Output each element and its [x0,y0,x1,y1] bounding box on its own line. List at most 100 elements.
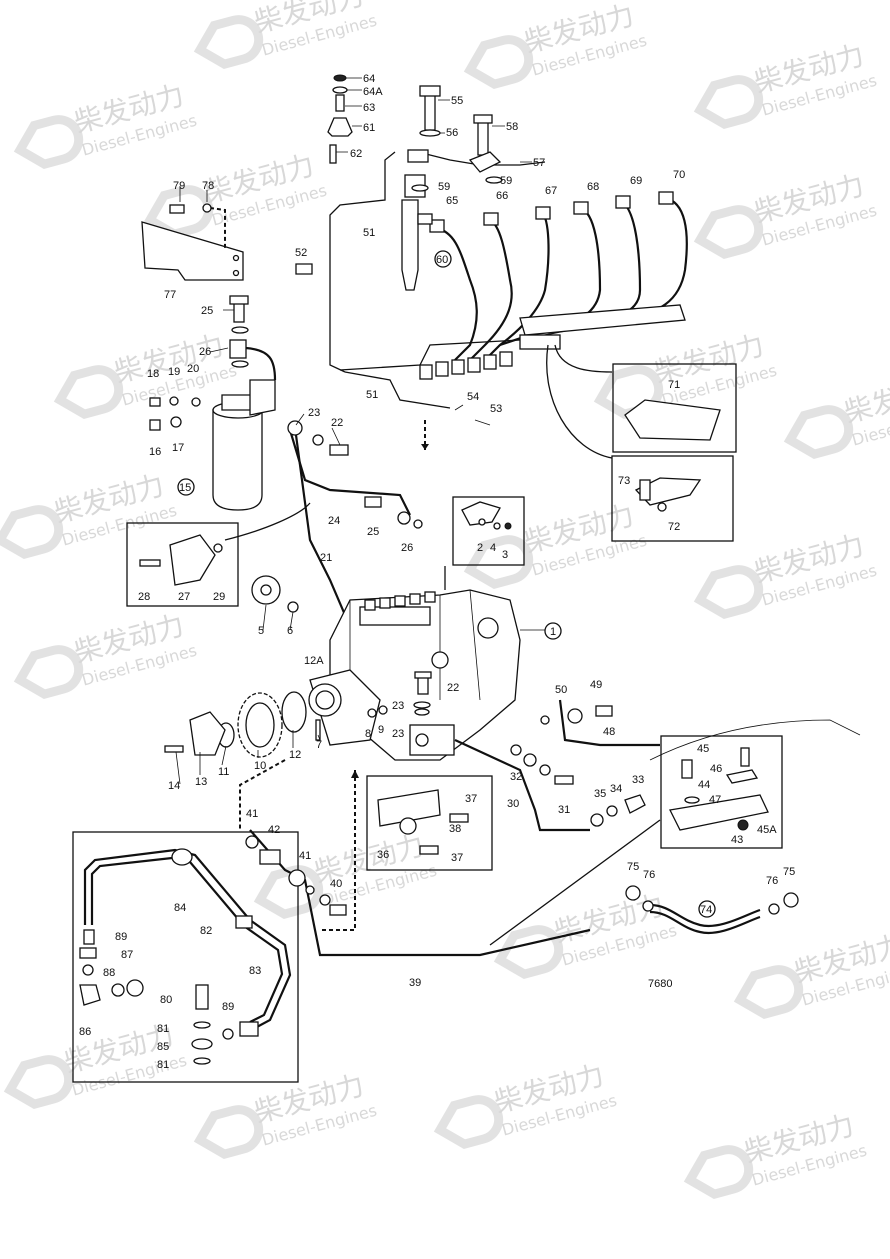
inset-27-content [139,534,223,586]
inset-73-content [634,477,702,512]
label-44: 44 [698,779,710,791]
pipe-clamp-bar [519,304,686,459]
label-67: 67 [545,185,557,197]
delivery-valves [419,351,513,380]
label-41-top: 41 [246,808,258,820]
banjo-fitting [409,671,455,756]
pipe-fittings [429,191,674,233]
label-18: 18 [147,368,159,380]
label-81-low: 81 [157,1059,169,1071]
label-1: 1 [550,626,556,638]
hose-74 [625,885,799,935]
label-26-top: 26 [199,346,211,358]
parts-61-64 [327,74,353,164]
inset-box-bracket-71 [612,363,737,453]
watermark-tile: 柴发动力 Diesel-Engines [13,608,199,699]
label-26-mid: 26 [401,542,413,554]
label-81-top: 81 [157,1023,169,1035]
label-59-right: 59 [500,175,512,187]
label-60: 60 [436,254,448,266]
label-25-top: 25 [201,305,213,317]
label-42: 42 [268,824,280,836]
label-38: 38 [449,823,461,835]
label-65: 65 [446,195,458,207]
label-64: 64 [363,73,375,85]
inset-71-content [624,399,721,441]
dashed-arrow-left [320,770,356,931]
inset-return-line-content [79,848,292,1065]
label-10: 10 [254,760,266,772]
drive-gear [164,691,321,758]
label-55: 55 [451,95,463,107]
label-64A: 64A [363,86,383,98]
circle-74 [698,900,716,918]
label-9: 9 [378,724,384,736]
label-40: 40 [330,878,342,890]
label-87: 87 [121,949,133,961]
label-37-low: 37 [451,852,463,864]
nut-9 [378,705,388,715]
watermark-tile: 柴发动力 Diesel-Engines [683,1108,869,1199]
watermark-cn: 柴发动力 [841,368,890,429]
watermark-tile: 柴发动力 Diesel-Engines [733,928,890,1019]
label-3: 3 [502,549,508,561]
label-88: 88 [103,967,115,979]
label-39: 39 [409,977,421,989]
injector-assembly [401,85,503,291]
dashed-arrow-lower [239,759,286,830]
label-63: 63 [363,102,375,114]
label-45A: 45A [757,824,777,836]
label-7: 7 [316,739,322,751]
label-58: 58 [506,121,518,133]
arrow-head [351,770,359,778]
label-89-low: 89 [222,1001,234,1013]
label-32: 32 [510,771,522,783]
label-59-left: 59 [438,181,450,193]
label-23-low: 23 [392,728,404,740]
arrow-head [421,444,429,450]
label-22-top: 22 [331,417,343,429]
label-72: 72 [668,521,680,533]
label-89-top: 89 [115,931,127,943]
washer-8 [367,708,377,718]
label-17: 17 [172,442,184,454]
drawing-number: 7680 [648,978,672,990]
label-48: 48 [603,726,615,738]
inset-box-bracket-36 [366,775,493,871]
clip-52 [295,263,313,275]
label-74: 74 [700,904,712,916]
label-82: 82 [200,925,212,937]
label-29: 29 [213,591,225,603]
label-45: 45 [697,743,709,755]
label-86: 86 [79,1026,91,1038]
label-73: 73 [618,475,630,487]
watermark-tile: 柴发动力 Diesel-Engines [433,1058,619,1149]
label-4: 4 [490,542,496,554]
watermark-tile: 柴发动力 Diesel-Engines [693,38,879,129]
label-79: 79 [173,180,185,192]
cover-5 [251,575,299,613]
watermark-tile: 柴发动力 Diesel-Engines [463,0,649,89]
label-57: 57 [533,157,545,169]
label-52: 52 [295,247,307,259]
label-75-left: 75 [627,861,639,873]
lines-30-50 [454,699,660,832]
inset-box-return-line [72,831,299,1083]
leader-lines [175,77,545,785]
label-25-mid: 25 [367,526,379,538]
label-36: 36 [377,849,389,861]
label-49: 49 [590,679,602,691]
label-61: 61 [363,122,375,134]
label-62: 62 [350,148,362,160]
label-21: 21 [320,552,332,564]
label-84: 84 [174,902,186,914]
label-34: 34 [610,783,622,795]
engine-outline [649,719,861,761]
label-6: 6 [287,625,293,637]
label-53: 53 [490,403,502,415]
label-47: 47 [709,794,721,806]
label-85: 85 [157,1041,169,1053]
inset-2-content [461,501,512,530]
label-33: 33 [632,774,644,786]
plate-77 [141,203,244,281]
